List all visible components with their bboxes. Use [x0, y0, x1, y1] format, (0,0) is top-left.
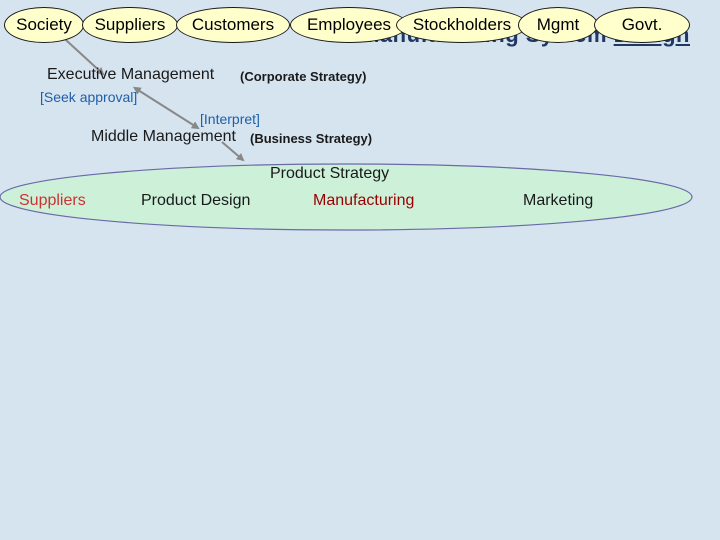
flow-product-design: Product Design	[141, 192, 251, 209]
stakeholder-employees[interactable]: Employees	[290, 7, 408, 43]
stakeholder-customers[interactable]: Customers	[176, 7, 290, 43]
corporate-strategy-label: (Corporate Strategy)	[240, 69, 367, 84]
interpret-label: [Interpret]	[200, 111, 260, 127]
arrow-middle-to-product	[221, 141, 245, 162]
product-strategy-label: Product Strategy	[270, 165, 390, 182]
flow-suppliers: Suppliers	[19, 192, 86, 209]
business-strategy-label: (Business Strategy)	[250, 131, 373, 146]
seek-approval-label: [Seek approval]	[40, 89, 138, 105]
flow-manufacturing: Manufacturing	[313, 192, 415, 209]
stakeholder-suppliers[interactable]: Suppliers	[82, 7, 178, 43]
executive-management-label: Executive Management	[47, 66, 215, 83]
stakeholder-govt[interactable]: Govt.	[594, 7, 690, 43]
stakeholder-mgmt[interactable]: Mgmt	[518, 7, 598, 43]
stakeholder-society[interactable]: Society	[4, 7, 84, 43]
stakeholder-stockholders[interactable]: Stockholders	[396, 7, 528, 43]
middle-management-label: Middle Management	[91, 128, 236, 145]
product-flow-ellipse	[0, 163, 693, 231]
flow-marketing: Marketing	[523, 192, 594, 209]
arrow-executive-to-middle	[132, 86, 200, 130]
